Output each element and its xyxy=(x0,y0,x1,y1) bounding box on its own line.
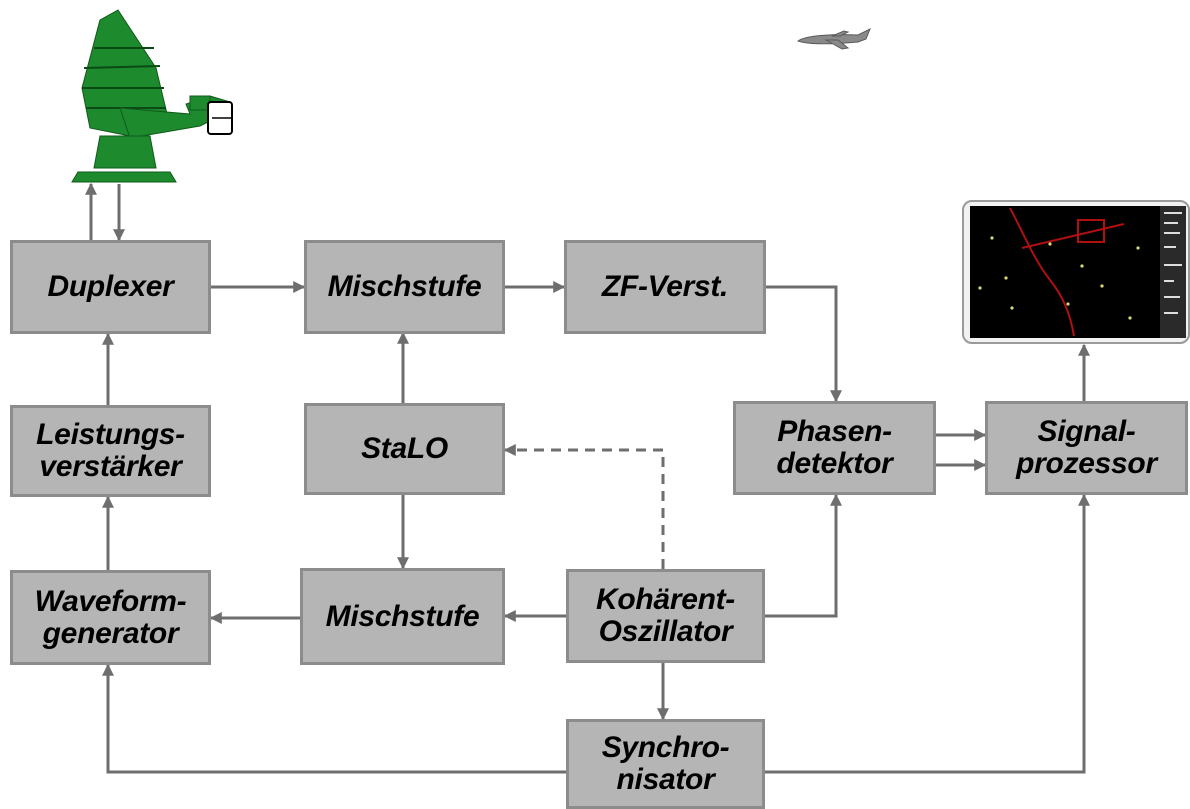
leistungsverstaerker-block: Leistungs- verstärker xyxy=(10,405,211,497)
leistungsverstaerker-label: Leistungs- verstärker xyxy=(36,418,185,483)
mischstufe-bottom-label: Mischstufe xyxy=(325,599,480,633)
kohaerent-oszillator-label: Kohärent- Oszillator xyxy=(596,583,735,648)
kohaerent-oszillator-block: Kohärent- Oszillator xyxy=(566,569,765,663)
signalprozessor-label: Signal- prozessor xyxy=(1016,415,1157,480)
phasendetektor-block: Phasen- detektor xyxy=(733,401,936,495)
phasendetektor-label: Phasen- detektor xyxy=(776,415,893,480)
zf-verst-block: ZF-Verst. xyxy=(564,240,766,334)
wire-synchronisator-to-signalprozessor xyxy=(765,493,1090,774)
wire-zf-to-phasendetektor xyxy=(766,285,842,403)
signalprozessor-block: Signal- prozessor xyxy=(985,401,1188,495)
stalo-label: StaLO xyxy=(361,432,448,465)
aircraft-icon xyxy=(796,27,871,50)
wire-oszillator-to-phasendetektor xyxy=(765,493,842,618)
waveformgenerator-label: Waveform- generator xyxy=(34,584,187,650)
waveformgenerator-block: Waveform- generator xyxy=(10,570,211,665)
synchronisator-block: Synchro- nisator xyxy=(566,719,765,809)
mischstufe-bottom-block: Mischstufe xyxy=(300,568,505,665)
radar-antenna-icon xyxy=(71,9,233,183)
synchronisator-label: Synchro- nisator xyxy=(601,731,730,796)
duplexer-label: Duplexer xyxy=(47,270,174,303)
stalo-block: StaLO xyxy=(304,403,505,495)
duplexer-block: Duplexer xyxy=(10,240,211,334)
wire-dashed-oszillator-to-stalo xyxy=(503,444,665,569)
zf-verst-label: ZF-Verst. xyxy=(601,270,729,303)
radar-display-icon xyxy=(962,200,1190,344)
mischstufe-top-label: Mischstufe xyxy=(327,270,482,303)
wire-synchronisator-to-waveform xyxy=(102,663,566,774)
mischstufe-top-block: Mischstufe xyxy=(304,240,505,334)
